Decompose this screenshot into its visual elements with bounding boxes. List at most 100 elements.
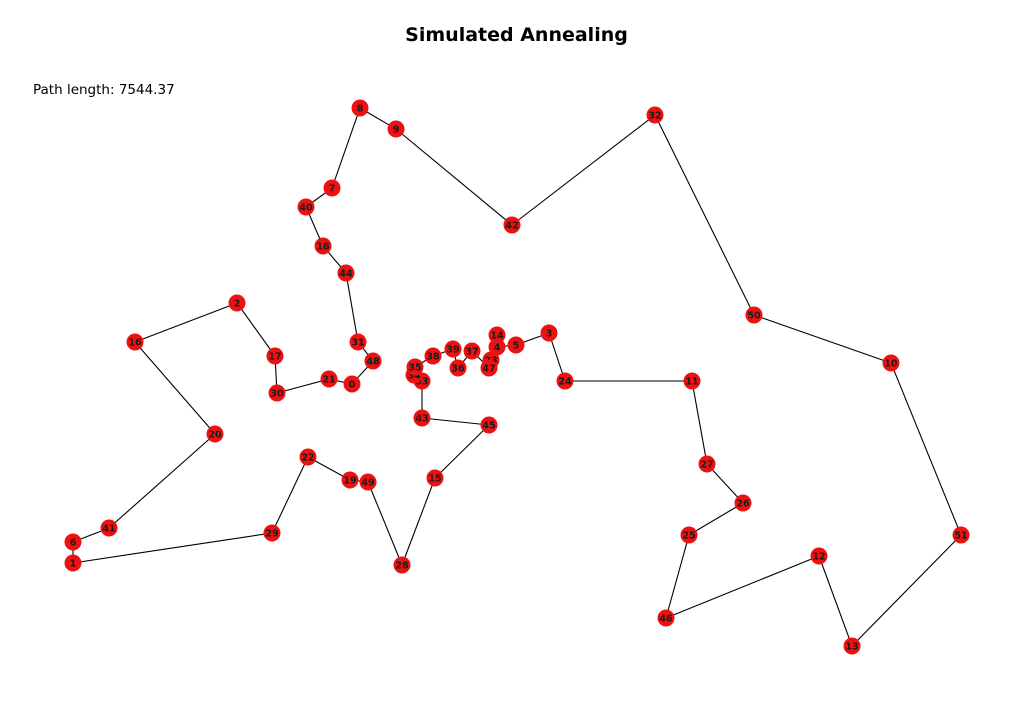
node-16: 16 — [126, 333, 144, 351]
node-13: 13 — [843, 637, 861, 655]
node-marker-1 — [64, 554, 82, 572]
node-marker-22 — [299, 448, 317, 466]
node-label-27: 27 — [700, 459, 713, 470]
node-marker-6 — [64, 533, 82, 551]
node-label-5: 5 — [513, 340, 520, 351]
node-label-6: 6 — [70, 537, 77, 548]
edge-13-12 — [818, 555, 853, 647]
node-label-21: 21 — [322, 374, 335, 385]
node-marker-48 — [364, 352, 382, 370]
edge-16-2 — [134, 302, 238, 343]
path-length-label: Path length: — [33, 82, 115, 98]
node-label-41: 41 — [102, 523, 115, 534]
node-label-22: 22 — [301, 452, 314, 463]
node-44: 44 — [337, 264, 355, 282]
node-marker-11 — [683, 372, 701, 390]
node-4: 4 — [488, 338, 506, 356]
node-marker-9 — [387, 120, 405, 138]
edge-9-42 — [395, 128, 513, 226]
node-label-49: 49 — [361, 477, 374, 488]
node-marker-18 — [314, 237, 332, 255]
edge-20-16 — [134, 341, 216, 435]
node-marker-29 — [263, 524, 281, 542]
edge-10-51 — [890, 362, 962, 536]
node-label-51: 51 — [954, 530, 967, 541]
node-38: 38 — [424, 347, 442, 365]
node-27: 27 — [698, 455, 716, 473]
node-label-0: 0 — [349, 379, 356, 390]
node-marker-47 — [480, 359, 498, 377]
edge-22-29 — [271, 456, 309, 534]
node-label-30: 30 — [270, 388, 284, 399]
node-marker-45 — [480, 416, 498, 434]
node-14: 14 — [488, 326, 506, 344]
node-11: 11 — [683, 372, 701, 390]
edge-27-11 — [691, 380, 708, 465]
edge-45-15 — [434, 424, 490, 479]
node-49: 49 — [359, 473, 377, 491]
node-marker-37 — [463, 342, 481, 360]
edge-31-44 — [345, 272, 359, 343]
node-7: 7 — [323, 179, 341, 197]
node-marker-35 — [406, 358, 424, 376]
node-label-8: 8 — [357, 103, 364, 114]
node-label-14: 14 — [490, 330, 504, 341]
node-label-35: 35 — [408, 362, 421, 373]
edge-46-25 — [665, 534, 690, 619]
node-marker-49 — [359, 473, 377, 491]
node-marker-30 — [268, 384, 286, 402]
node-17: 17 — [266, 347, 284, 365]
node-marker-19 — [341, 471, 359, 489]
node-18: 18 — [314, 237, 332, 255]
node-label-10: 10 — [884, 358, 898, 369]
node-marker-5 — [507, 336, 525, 354]
node-marker-46 — [657, 609, 675, 627]
node-label-33: 33 — [415, 376, 428, 387]
node-label-37: 37 — [465, 346, 478, 357]
node-label-44: 44 — [339, 268, 353, 279]
node-6: 6 — [64, 533, 82, 551]
node-9: 9 — [387, 120, 405, 138]
node-marker-3 — [540, 324, 558, 342]
node-0: 0 — [343, 375, 361, 393]
node-marker-4 — [488, 338, 506, 356]
edge-50-10 — [753, 314, 892, 364]
node-32: 32 — [646, 106, 664, 124]
node-label-46: 46 — [659, 613, 673, 624]
node-marker-51 — [952, 526, 970, 544]
node-label-11: 11 — [685, 376, 698, 387]
node-marker-41 — [100, 519, 118, 537]
node-label-38: 38 — [426, 351, 440, 362]
node-label-50: 50 — [747, 310, 761, 321]
edge-30-21 — [276, 378, 330, 394]
node-marker-36 — [449, 359, 467, 377]
node-label-18: 18 — [316, 241, 330, 252]
node-22: 22 — [299, 448, 317, 466]
node-label-17: 17 — [268, 351, 281, 362]
node-marker-27 — [698, 455, 716, 473]
node-label-31: 31 — [351, 337, 364, 348]
node-marker-10 — [882, 354, 900, 372]
node-marker-25 — [680, 526, 698, 544]
edge-51-13 — [851, 534, 962, 647]
node-46: 46 — [657, 609, 675, 627]
node-label-47: 47 — [482, 363, 495, 374]
node-marker-38 — [424, 347, 442, 365]
node-label-4: 4 — [494, 342, 501, 353]
node-marker-26 — [734, 494, 752, 512]
node-marker-12 — [810, 547, 828, 565]
node-label-48: 48 — [366, 356, 380, 367]
node-8: 8 — [351, 99, 369, 117]
node-marker-2 — [228, 294, 246, 312]
node-marker-31 — [349, 333, 367, 351]
edge-29-1 — [72, 532, 273, 564]
node-marker-14 — [488, 326, 506, 344]
node-26: 26 — [734, 494, 752, 512]
node-marker-20 — [206, 425, 224, 443]
node-36: 36 — [449, 359, 467, 377]
node-50: 50 — [745, 306, 763, 324]
node-marker-24 — [556, 372, 574, 390]
node-label-28: 28 — [395, 560, 409, 571]
edge-25-26 — [688, 502, 744, 536]
node-label-34: 34 — [407, 370, 421, 381]
